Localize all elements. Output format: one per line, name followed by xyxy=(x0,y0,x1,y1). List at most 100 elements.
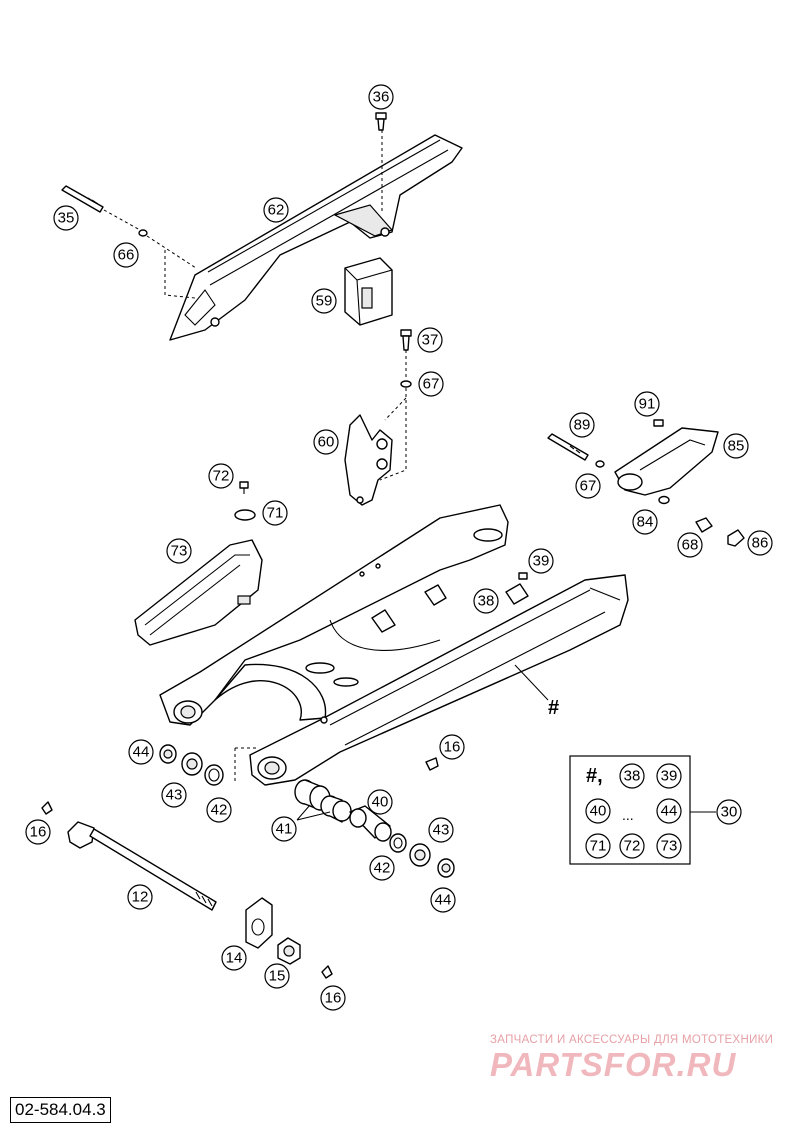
svg-text:39: 39 xyxy=(533,553,550,570)
plate-38-part xyxy=(505,583,529,605)
washer-84-part xyxy=(658,495,670,505)
svg-text:89: 89 xyxy=(574,417,591,434)
callout-85: 85 xyxy=(723,433,749,459)
svg-text:44: 44 xyxy=(435,892,452,909)
svg-text:43: 43 xyxy=(166,787,183,804)
nut-86-part xyxy=(727,529,745,547)
rubber-71-part xyxy=(234,509,256,521)
chain-slider-73-part xyxy=(134,539,263,646)
chain-guide-85-part xyxy=(614,427,719,496)
svg-text:15: 15 xyxy=(269,968,286,985)
svg-text:59: 59 xyxy=(316,293,333,310)
watermark-subtitle: ЗАПЧАСТИ И АКСЕССУАРЫ ДЛЯ МОТОТЕХНИКИ xyxy=(490,1034,774,1046)
callout-41: 41 xyxy=(271,816,297,842)
screw-91-part xyxy=(653,419,664,427)
svg-text:#,: #, xyxy=(586,765,603,787)
svg-text:67: 67 xyxy=(423,376,440,393)
callout-42a: 42 xyxy=(206,797,232,823)
svg-text:42: 42 xyxy=(374,860,391,877)
washer-42a-part xyxy=(204,764,224,786)
kit-item-38: 38 xyxy=(619,763,645,789)
cap-16a-part xyxy=(425,757,439,771)
svg-text:16: 16 xyxy=(30,824,47,841)
callout-91: 91 xyxy=(634,391,660,417)
callout-16c: 16 xyxy=(320,985,346,1011)
svg-text:85: 85 xyxy=(728,438,745,455)
cap-16c-part xyxy=(321,965,333,979)
svg-text:72: 72 xyxy=(213,468,230,485)
svg-text:44: 44 xyxy=(133,744,150,761)
svg-text:71: 71 xyxy=(590,838,607,855)
svg-text:39: 39 xyxy=(661,768,678,785)
svg-text:30: 30 xyxy=(721,804,738,821)
svg-text:37: 37 xyxy=(422,332,439,349)
bearing-41-part xyxy=(294,779,352,823)
diagram-code-label: 02-584.04.3 xyxy=(10,1097,111,1123)
svg-text:84: 84 xyxy=(637,514,654,531)
callout-36: 36 xyxy=(368,84,394,110)
callout-67a: 67 xyxy=(418,371,444,397)
callout-42b: 42 xyxy=(369,855,395,881)
svg-text:44: 44 xyxy=(661,803,678,820)
chain-guard-part xyxy=(169,134,463,341)
washer-66-part xyxy=(138,229,148,237)
callout-16b: 16 xyxy=(25,819,51,845)
callout-43b: 43 xyxy=(428,817,454,843)
svg-text:36: 36 xyxy=(373,89,390,106)
swingarm-hash-label: # xyxy=(548,697,559,719)
pivot-bolt-12-part xyxy=(67,821,217,911)
cap-16b-part xyxy=(41,801,53,815)
kit-item-71: 71 xyxy=(585,833,611,859)
callout-39a: 39 xyxy=(528,548,554,574)
kit-item-44: 44 xyxy=(656,798,682,824)
callout-16a: 16 xyxy=(439,734,465,760)
chain-guide-bracket-part xyxy=(344,414,393,506)
svg-text:60: 60 xyxy=(318,434,335,451)
svg-text:38: 38 xyxy=(624,768,641,785)
svg-text:16: 16 xyxy=(444,739,461,756)
svg-text:16: 16 xyxy=(325,990,342,1007)
washer-67-part xyxy=(400,380,412,388)
callout-89: 89 xyxy=(569,412,595,438)
chain-slider-block-part xyxy=(344,257,393,326)
svg-text:40: 40 xyxy=(372,794,389,811)
callout-60: 60 xyxy=(313,429,339,455)
svg-text:43: 43 xyxy=(433,822,450,839)
svg-text:14: 14 xyxy=(226,950,243,967)
nut-15-part xyxy=(277,937,301,965)
callout-14: 14 xyxy=(221,945,247,971)
svg-text:38: 38 xyxy=(478,593,495,610)
svg-text:42: 42 xyxy=(211,802,228,819)
callout-72a: 72 xyxy=(208,463,234,489)
callout-67b: 67 xyxy=(575,473,601,499)
callout-43a: 43 xyxy=(161,782,187,808)
nut-68-part xyxy=(695,517,713,533)
callout-66: 66 xyxy=(113,242,139,268)
callout-73a: 73 xyxy=(166,538,192,564)
callout-12: 12 xyxy=(127,884,153,910)
callout-35: 35 xyxy=(53,205,79,231)
cap-72-part xyxy=(239,481,249,494)
watermark-logo: PARTSFOR.RU xyxy=(490,1046,737,1083)
screw-36-part xyxy=(375,112,387,131)
svg-text:41: 41 xyxy=(276,821,293,838)
svg-text:12: 12 xyxy=(132,889,149,906)
sleeve-40-part xyxy=(349,805,392,842)
callout-62: 62 xyxy=(263,197,289,223)
swingarm-part xyxy=(159,504,629,786)
svg-text:72: 72 xyxy=(624,838,641,855)
callout-38a: 38 xyxy=(473,588,499,614)
callout-71a: 71 xyxy=(262,500,288,526)
callout-30: 30 xyxy=(716,799,742,825)
bolt-89-part xyxy=(547,433,589,461)
kit-item-73: 73 xyxy=(656,833,682,859)
callout-86: 86 xyxy=(747,530,773,556)
svg-text:67: 67 xyxy=(580,478,597,495)
callout-44a: 44 xyxy=(128,739,154,765)
svg-text:40: 40 xyxy=(590,803,607,820)
svg-text:62: 62 xyxy=(268,202,285,219)
kit-item-72: 72 xyxy=(619,833,645,859)
callout-68: 68 xyxy=(677,532,703,558)
svg-text:73: 73 xyxy=(171,543,188,560)
